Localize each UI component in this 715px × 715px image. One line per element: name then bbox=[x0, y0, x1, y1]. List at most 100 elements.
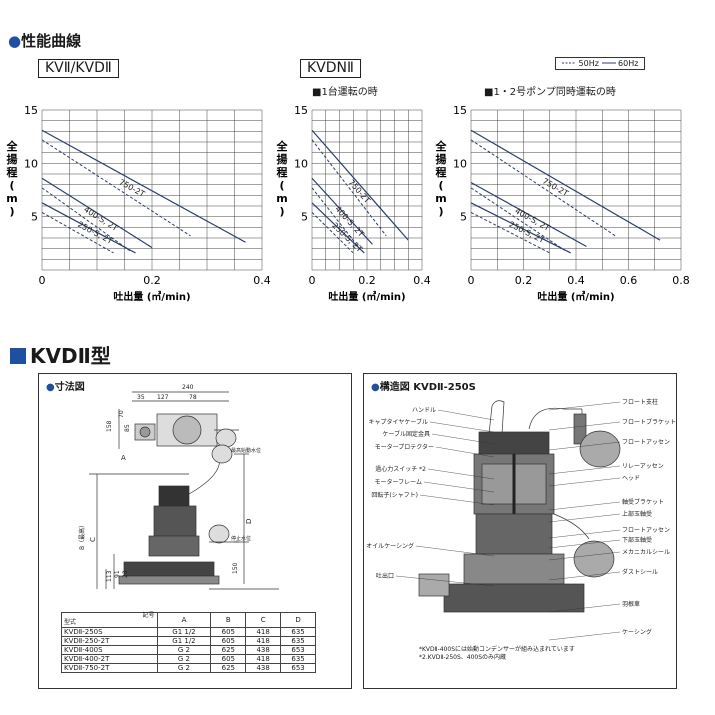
spec-cell: 653 bbox=[280, 645, 316, 655]
y-axis-label-char: 揚 bbox=[277, 152, 288, 166]
series-60hz-line bbox=[311, 177, 373, 245]
spec-col-C: C bbox=[245, 612, 282, 628]
x-axis-label: 吐出量 (㎥/min) bbox=[113, 290, 190, 303]
spec-table: 記号 型式 A B C D KVDⅡ-250S G1 1/2 605 418 6… bbox=[61, 612, 316, 673]
dim-23: 23 bbox=[122, 570, 129, 578]
spec-cell: G 2 bbox=[156, 645, 212, 655]
series-60hz-line bbox=[470, 129, 661, 241]
spec-cell: G1 1/2 bbox=[156, 627, 212, 637]
x-tick-label: 0.4 bbox=[567, 274, 585, 287]
series-60hz-line bbox=[311, 202, 365, 254]
legend-60hz: 60Hz bbox=[618, 59, 639, 68]
legend-50hz-swatch bbox=[562, 62, 576, 64]
stop-level-label: 停止水位 bbox=[231, 535, 251, 542]
structure-label-right: リレーアッセン bbox=[622, 463, 664, 470]
spec-cell: KVDⅡ-400-2T bbox=[61, 654, 158, 664]
x-tick-label: 0.2 bbox=[143, 274, 161, 287]
spec-cell: 605 bbox=[210, 654, 247, 664]
spec-cell: 605 bbox=[210, 627, 247, 637]
structure-panel-title: ●構造図 KVDⅡ-250S bbox=[371, 382, 476, 393]
dim-158: 158 bbox=[106, 420, 113, 432]
structure-label-right: ヘッド bbox=[622, 475, 640, 482]
leader-line bbox=[415, 545, 495, 557]
leader-line bbox=[548, 529, 621, 539]
series-label: 750-2T bbox=[117, 177, 146, 199]
series-60hz-line bbox=[41, 129, 246, 243]
section-title-performance: ●性能曲線 bbox=[8, 32, 82, 50]
spec-col-A: A bbox=[156, 612, 212, 628]
leader-line bbox=[548, 631, 621, 641]
series-50hz-line bbox=[41, 187, 131, 252]
spec-header-row: 記号 型式 A B C D bbox=[61, 612, 316, 628]
y-axis-label-char: 程 bbox=[277, 165, 288, 179]
leader-line bbox=[548, 421, 621, 431]
y-axis-label-char: ( bbox=[438, 179, 443, 192]
structure-drawing: ハンドルキャプタイヤケーブルケーブル固定金具モータープロテクター過心力スイッチ … bbox=[366, 398, 676, 641]
series-60hz-line bbox=[470, 182, 587, 248]
hz-legend: 50Hz 60Hz bbox=[555, 57, 646, 70]
leader-line bbox=[431, 433, 495, 445]
legend-60hz-swatch bbox=[601, 62, 616, 64]
y-axis-label-char: ) bbox=[279, 205, 284, 218]
structure-label-right: フロートアッセン bbox=[622, 527, 670, 534]
dim-A: A bbox=[121, 454, 126, 462]
note-single: ■1台運転の時 bbox=[312, 87, 378, 98]
max-level-label: 最高始動水位 bbox=[231, 447, 261, 454]
structure-label-left: モータープロテクター bbox=[375, 443, 434, 451]
table-row: KVDⅡ-750-2T G 2 625 438 653 bbox=[61, 663, 316, 673]
dim-D: D bbox=[245, 519, 253, 524]
x-axis-label: 吐出量 (㎥/min) bbox=[328, 290, 405, 303]
table-row: KVDⅡ-400-2T G 2 605 418 635 bbox=[61, 654, 316, 664]
dim-B: B（最高） bbox=[78, 522, 86, 550]
leader-line bbox=[427, 468, 495, 480]
spec-header-model: 記号 型式 bbox=[61, 612, 158, 628]
structure-label-right: ケーシング bbox=[622, 628, 652, 636]
series-60hz-line bbox=[470, 202, 572, 254]
bullet-icon: ● bbox=[46, 382, 55, 393]
leader-line bbox=[548, 477, 621, 487]
structure-label-right: 上部玉軸受 bbox=[622, 510, 652, 518]
spec-col-B: B bbox=[210, 612, 247, 628]
leader-line bbox=[548, 571, 621, 581]
table-row: KVDⅡ-400S G 2 625 438 653 bbox=[61, 645, 316, 655]
bullet-icon: ● bbox=[371, 382, 380, 393]
structure-label-left: 吐出口 bbox=[376, 572, 394, 580]
y-axis-label-char: 揚 bbox=[436, 152, 447, 166]
structure-notes: *KVDⅡ-400Sには始動コンデンサーが組み込まれています *2.KVDⅡ-2… bbox=[419, 646, 575, 662]
spec-cell: KVDⅡ-400S bbox=[61, 645, 158, 655]
structure-label-right: メカニカルシール bbox=[622, 549, 670, 556]
dim-113: 113 bbox=[106, 570, 113, 582]
structure-note: *KVDⅡ-400Sには始動コンデンサーが組み込まれています bbox=[419, 646, 575, 653]
y-axis-label-char: m bbox=[435, 192, 446, 205]
spec-cell: G 2 bbox=[156, 654, 212, 664]
y-axis-label-char: ( bbox=[9, 179, 14, 192]
x-tick-label: 0.4 bbox=[413, 274, 431, 287]
leader-line bbox=[548, 441, 621, 451]
leader-line bbox=[548, 465, 621, 475]
dim-C: C bbox=[89, 537, 97, 542]
structure-label-right: フロートブラケット bbox=[622, 418, 676, 426]
series-50hz-line bbox=[470, 139, 616, 237]
x-tick-label: 0.6 bbox=[620, 274, 638, 287]
structure-label-left: モーターフレーム bbox=[375, 478, 422, 486]
y-tick-label: 10 bbox=[453, 157, 467, 170]
series-50hz-line bbox=[470, 187, 566, 252]
x-tick-label: 0 bbox=[468, 274, 475, 287]
spec-cell: G1 1/2 bbox=[156, 636, 212, 646]
y-tick-label: 10 bbox=[24, 157, 38, 170]
dim-70: 70 bbox=[118, 410, 125, 418]
chart-label-kv: KVⅡ/KVDⅡ bbox=[38, 59, 119, 78]
y-axis-label: 全揚程(m) bbox=[6, 139, 19, 218]
x-tick-label: 0.2 bbox=[515, 274, 533, 287]
dimension-panel-title: ●寸法図 bbox=[46, 382, 85, 393]
spec-cell: 625 bbox=[210, 663, 247, 673]
structure-label-left: ケーブル固定金具 bbox=[382, 430, 430, 438]
dim-240: 240 bbox=[182, 384, 194, 391]
spec-cell: 635 bbox=[280, 636, 316, 646]
series-50hz-line bbox=[41, 139, 191, 237]
spec-cell: 418 bbox=[245, 654, 282, 664]
structure-label-left: 回転子(シャフト) bbox=[371, 491, 418, 499]
spec-cell: KVDⅡ-250S bbox=[61, 627, 158, 637]
